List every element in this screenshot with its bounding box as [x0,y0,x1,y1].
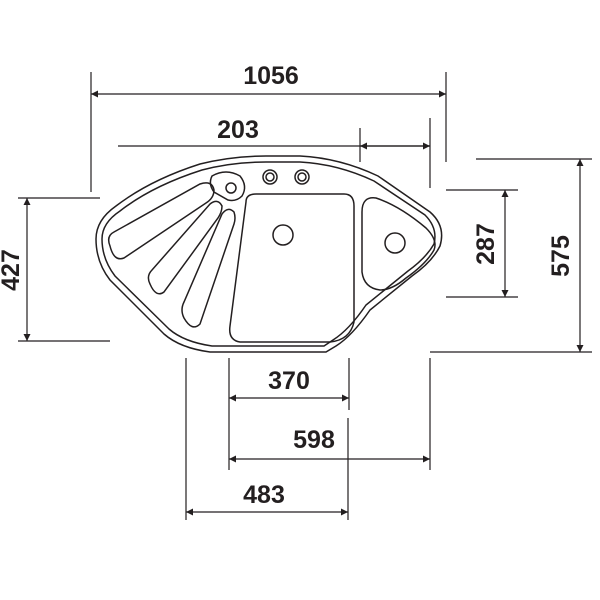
small-bowl-drain [384,232,406,254]
dimension-left-depth: 427 [0,198,31,341]
dimension-main-bowl-width: 370 [229,367,349,402]
dimension-cabinet-width: 483 [186,481,348,516]
dim-label-overall-depth: 575 [547,235,575,277]
tap-hole-right [294,169,310,185]
dim-label-main-bowl-width: 370 [268,367,310,395]
drainer-hole [225,182,237,194]
tap-hole-left [262,169,278,185]
tap-hole-left-inner [265,172,275,182]
sink-inner-rim [101,161,436,347]
small-bowl [361,197,436,291]
drainer-groove-3 [181,208,236,328]
dim-label-left-depth: 427 [0,249,25,291]
tap-hole-right-inner [297,172,307,182]
drainer-groove-2 [147,200,223,295]
extension-lines [18,72,592,520]
sink-outer-rim [95,155,443,353]
dimension-overall-depth: 575 [547,159,584,352]
dim-label-small-bowl-depth: 287 [472,223,500,265]
dim-label-tap-offset: 203 [217,116,259,144]
sink-top-view [95,155,443,353]
drainer-groove-1 [107,182,215,260]
dimension-front-width: 598 [229,426,430,463]
dim-label-cabinet-width: 483 [243,481,285,509]
main-bowl-drain [272,224,294,246]
main-bowl [228,193,355,343]
dimension-small-bowl-depth: 287 [472,190,509,297]
dimension-overall-width: 1056 [91,62,446,98]
drainer-fin [209,171,246,202]
dim-label-overall-width: 1056 [243,62,299,90]
dimension-tap-offset: 203 [118,116,430,150]
dim-label-front-width: 598 [293,426,335,454]
